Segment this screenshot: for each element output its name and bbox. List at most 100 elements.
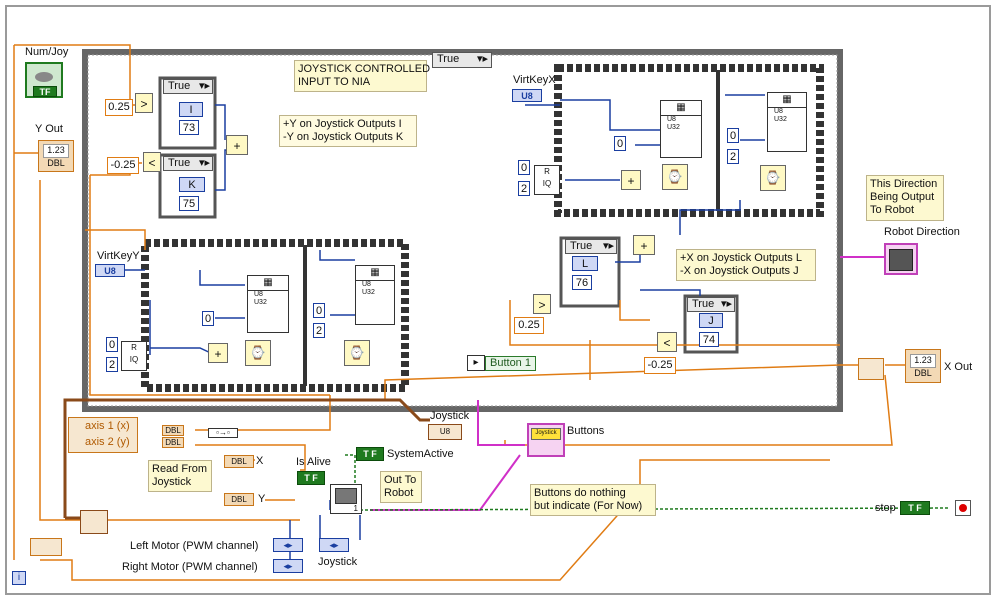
send-input-y1-u8: U8 [254,291,263,298]
const-neg025-left[interactable]: -0.25 [107,157,139,174]
case-j-letter-value: J [708,315,714,327]
x-label: X [256,455,264,467]
case-i-selector[interactable]: True▾▸ [163,79,213,94]
robot-direction-indicator-icon [884,243,918,275]
y-out-indicator: 1.23 DBL [38,140,74,172]
send-input-cluster-icon-y1: ▦ U8 U32 [247,275,289,333]
wait-ms-icon-y: ⌚ [245,340,271,366]
note-read-from: Read From Joystick [148,460,212,492]
case-j-selector-value: True [692,298,715,310]
x-out-label: X Out [944,361,973,373]
buttons-label: Buttons [567,425,605,437]
x-out-indicator: 1.23 DBL [905,349,941,383]
num-joy-tf-tag: TF [33,86,57,97]
case-k-selector-value: True [168,157,191,169]
main-case-selector-value: True [437,53,460,65]
diagram-frame [5,5,991,595]
case-l-letter[interactable]: L [572,256,598,271]
num-joy-toggle-icon[interactable]: TF [25,62,63,98]
robot-direction-label: Robot Direction [884,226,960,238]
send-input-x1-u32: U32 [667,124,680,131]
add-icon-xseq: + [621,170,641,190]
send-input-cluster-icon-y2: ▦ U8 U32 [355,265,395,325]
wait-ms-icon-y2: ⌚ [344,340,370,366]
note-direction: This Direction Being Output To Robot [866,175,944,221]
yseq-zero-a: 0 [106,337,118,352]
add-icon-yseq: + [208,343,228,363]
yseq-zero-b: 0 [202,311,214,326]
button1-label: Button 1 [485,356,536,371]
case-k-selector[interactable]: True▾▸ [163,156,213,171]
send-input-y2-u32: U32 [362,289,375,296]
left-motor-control[interactable]: ◂▸ [273,538,303,552]
case-l-frame [559,236,621,308]
y-label: Y [258,493,266,505]
virtkeyx-u8[interactable]: U8 [512,89,542,102]
case-i-letter[interactable]: I [179,102,203,117]
left-motor-label: Left Motor (PWM channel) [130,540,259,552]
xseq-two-a: 2 [518,181,530,196]
virtkeyy-label: VirtKeyY [97,250,140,262]
send-input-x2-u8: U8 [774,108,783,115]
button1-unbundle-icon: ▸ [467,355,485,371]
x-flat-sequence [554,64,824,217]
note-out-to-robot: Out To Robot [380,471,422,503]
add-icon-x: + [633,235,655,255]
rand-iq-icon-x: R IQ [534,165,560,195]
joystick-label: Joystick [430,410,470,422]
cluster-bundle-icon [80,510,108,534]
case-i-frame [158,76,217,150]
axis-unbundle: axis 1 (x) axis 2 (y) [68,417,138,453]
case-j-frame [683,294,739,354]
x-unbundle-icon [858,358,884,380]
const-neg025-right[interactable]: -0.25 [644,357,676,374]
note-y-outputs: +Y on Joystick Outputs I -Y on Joystick … [279,115,417,147]
joystick-cluster-icon: U8 [428,424,462,440]
case-k-letter[interactable]: K [179,177,205,192]
xseq-two-c: 2 [727,149,739,164]
send-input-y2-u8: U8 [362,281,371,288]
case-j-selector[interactable]: True▾▸ [687,297,735,312]
joystick-control[interactable]: ◂▸ [319,538,349,552]
send-input-y1-u32: U32 [254,299,267,306]
case-l-selector-value: True [570,240,593,252]
build-cluster-icon: ▫→▫ [208,428,238,438]
case-i-selector-value: True [168,80,191,92]
send-input-cluster-icon-x2: ▦ U8 U32 [767,92,807,152]
xseq-zero-c: 0 [727,128,739,143]
y-flat-sequence [141,239,409,392]
case-l-selector[interactable]: True▾▸ [565,239,617,254]
less-than-icon: < [143,152,161,172]
note-buttons-nothing: Buttons do nothing but indicate (For Now… [530,484,656,516]
y-out-value: 1.23 [43,144,69,158]
x-out-value: 1.23 [910,354,936,368]
case-j-code: 74 [699,332,719,347]
system-active-label: SystemActive [387,448,454,460]
virtkeyx-label: VirtKeyX [513,74,556,86]
rand-iq-icon: R IQ [121,341,147,371]
main-case-selector[interactable]: True ▾▸ [432,52,492,68]
robot-drive-vi-icon: 1 [330,484,362,514]
yseq-two-c: 2 [313,323,325,338]
case-j-letter[interactable]: J [699,313,723,328]
stop-tf[interactable]: T F [900,501,930,515]
axis2-label: axis 2 (y) [85,436,130,448]
xseq-zero-a: 0 [518,160,530,175]
less-than-icon-x: < [657,332,677,352]
note-x-outputs: +X on Joystick Outputs L -X on Joystick … [676,249,816,281]
y-out-label: Y Out [35,123,63,135]
case-k-frame [158,153,217,219]
send-input-x1-u8: U8 [667,116,676,123]
buttons-indicator-icon: Joystick [527,423,565,457]
case-k-letter-value: K [188,179,196,191]
case-i-letter-value: I [189,104,193,116]
virtkeyy-u8[interactable]: U8 [95,264,125,277]
robot-drive-vi-one: 1 [353,504,358,513]
is-alive-label: Is Alive [296,456,331,468]
const-pos025-left[interactable]: 0.25 [105,99,133,116]
axis1-label: axis 1 (x) [85,420,130,432]
const-pos025-right[interactable]: 0.25 [514,317,544,334]
right-motor-control[interactable]: ◂▸ [273,559,303,573]
joystick-bottom-label: Joystick [318,556,358,568]
